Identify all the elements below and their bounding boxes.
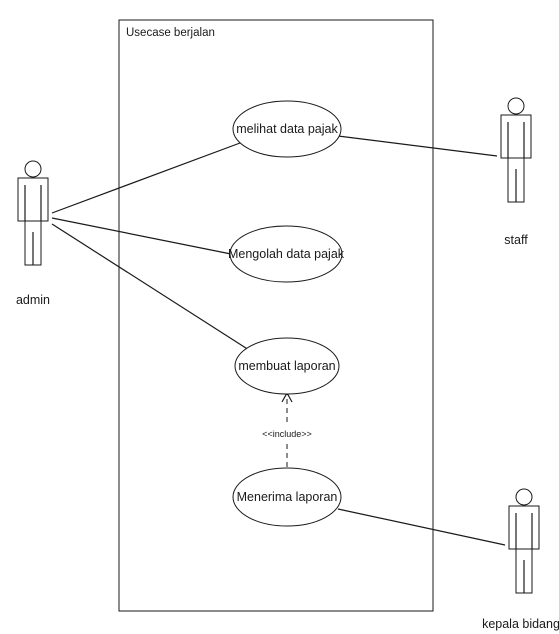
actor-staff-label: staff — [504, 233, 528, 247]
actor-staff-head — [507, 97, 525, 115]
association-admin-uc1 — [51, 142, 241, 214]
association-kepala-uc4 — [337, 508, 506, 546]
actor-kepala-bidang-label: kepala bidang — [482, 617, 559, 631]
actor-admin-label: admin — [16, 293, 50, 307]
actor-admin-body — [17, 177, 49, 222]
use-case-membuat-laporan-label: membuat laporan — [238, 359, 335, 373]
use-case-mengolah-data-pajak — [229, 225, 343, 283]
use-case-menerima-laporan-label: Menerima laporan — [237, 490, 338, 504]
actor-staff-body — [500, 114, 532, 159]
use-case-menerima-laporan — [232, 467, 342, 527]
actor-kepala-bidang — [508, 488, 540, 594]
actor-admin-head — [24, 160, 42, 178]
association-admin-uc3 — [51, 223, 250, 351]
use-case-melihat-data-pajak — [232, 100, 342, 158]
actor-kepala-head — [515, 488, 533, 506]
association-admin-uc2 — [51, 217, 232, 255]
actor-admin — [17, 160, 49, 266]
use-case-mengolah-data-pajak-label: Mengolah data pajak — [228, 247, 345, 261]
include-label-bg — [260, 426, 314, 440]
use-case-membuat-laporan — [234, 337, 340, 395]
association-staff-uc1 — [337, 135, 498, 157]
actor-staff — [500, 97, 532, 203]
include-label: <<include>> — [262, 429, 312, 439]
use-case-melihat-data-pajak-label: melihat data pajak — [236, 122, 338, 136]
actor-kepala-body — [508, 505, 540, 550]
boundary-title: Usecase berjalan — [126, 27, 215, 39]
